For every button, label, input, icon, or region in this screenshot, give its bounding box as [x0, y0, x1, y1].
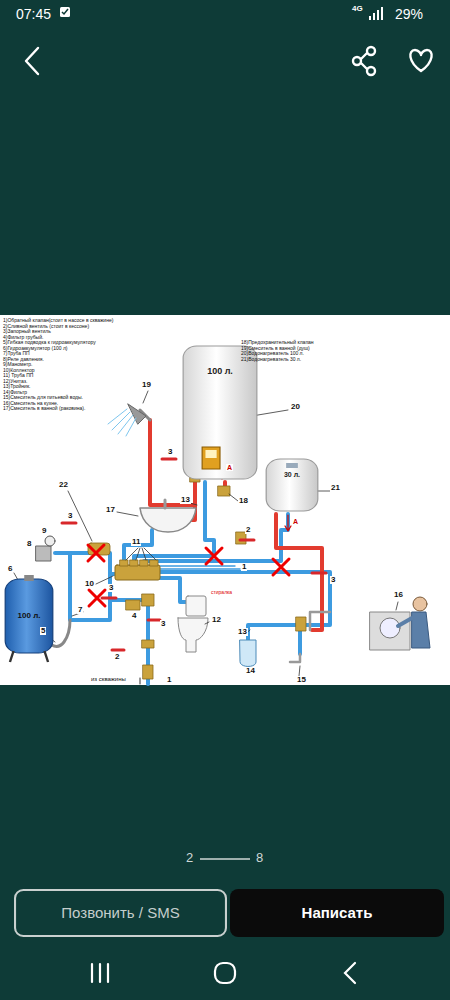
callout-number: 3	[108, 584, 114, 592]
key-line: 3)Запорный вентиль	[3, 329, 51, 334]
key-line: 10)Коллектор	[3, 368, 34, 373]
callout-number: 10	[84, 580, 95, 588]
key-line: 6)Гидроаккумулятор (100 л)	[3, 346, 67, 351]
callout-number: 2	[245, 526, 251, 534]
node-label: 30 л.	[265, 458, 319, 479]
callout-number: 7	[77, 606, 83, 614]
callout-number: 20	[290, 403, 301, 411]
node-label: Написать	[230, 889, 444, 937]
accumulator-tank: 100 л.	[4, 575, 54, 663]
nav-icons	[92, 963, 355, 983]
status-icons	[60, 7, 382, 20]
node-label: Позвонить / SMS	[14, 889, 227, 937]
callout-number: 18	[238, 497, 249, 505]
pager-current: 2	[186, 851, 193, 865]
diagram-ground	[0, 315, 450, 685]
callout-number: 8	[26, 540, 32, 548]
battery-level: 29%	[395, 7, 423, 22]
callout-number: 19	[141, 381, 152, 389]
key-line: 9)Манометр.	[3, 362, 33, 367]
key-line: 19)Смеситель в ванной (душ)	[241, 346, 310, 351]
status-time: 07:45	[16, 7, 51, 22]
key-line: 15)Смеситель для питьевой воды.	[3, 395, 83, 400]
write-button: Написать	[230, 889, 444, 937]
note-label: стиралка	[210, 590, 233, 595]
toolbar-icons	[26, 47, 432, 75]
water-heater-100: 100 л.	[182, 345, 258, 480]
key-line: 14)Фильтр	[3, 390, 27, 395]
call-button: Позвонить / SMS	[14, 889, 227, 937]
callout-number: 14	[245, 667, 256, 675]
water-heater-30: 30 л.	[265, 458, 319, 512]
key-line: 12)Унитаз.	[3, 379, 27, 384]
callout-number: 5	[40, 627, 46, 635]
callout-number: 17	[105, 506, 116, 514]
heater30-outline	[265, 458, 319, 512]
inlet-label: из скважины	[90, 676, 127, 682]
callout-number: 3	[330, 576, 336, 584]
callout-number: 2	[114, 653, 120, 661]
key-line: 21)Водонагреватель 30 л.	[241, 357, 301, 362]
callout-number: 3	[167, 448, 173, 456]
network-type: 4G	[352, 5, 363, 13]
callout-number: 16	[393, 591, 404, 599]
key-line: 18)Предохранительный клапан	[241, 340, 314, 345]
callout-number: 13	[237, 628, 248, 636]
callout-number: 11	[131, 538, 141, 546]
callout-number: 4	[131, 612, 137, 620]
key-line: 11) Труба ПП	[3, 373, 33, 378]
pager-total: 8	[256, 851, 263, 865]
key-line: 16)Смеситель на кухне.	[3, 401, 58, 406]
key-line: 13)Тройник.	[3, 384, 31, 389]
key-line: 17)Смеситель в ванной (раковина).	[3, 406, 85, 411]
callout-number: 6	[7, 565, 13, 573]
key-line: 20)Водонагреватель 100 л.	[241, 351, 304, 356]
pager-line	[200, 858, 250, 860]
flow-letter: А	[226, 464, 233, 471]
callout-number: 3	[67, 512, 73, 520]
flow-letter: А	[292, 518, 299, 525]
callout-number: 13	[180, 496, 191, 504]
key-line: 7)Труба ПП	[3, 351, 30, 356]
key-line: 4)Фильтр грубый.	[3, 335, 43, 340]
key-line: 2)Сливной вентиль (стоит в кессоне)	[3, 324, 89, 329]
callout-number: 21	[330, 484, 341, 492]
key-line: 1)Обратный клапан(стоит в насосе в скваж…	[3, 318, 113, 323]
callout-number: 1	[241, 563, 247, 571]
callout-number: 22	[58, 481, 69, 489]
callout-number: 1	[166, 676, 172, 684]
callout-number: 3	[160, 620, 166, 628]
callout-number: 15	[296, 676, 307, 684]
callout-number: 9	[41, 527, 47, 535]
key-line: 8)Реле давления.	[3, 357, 44, 362]
heater100-outline	[182, 345, 258, 480]
key-line: 5)Гибкая подводка к гидроаккумулятору	[3, 340, 96, 345]
callout-number: 12	[211, 616, 222, 624]
node-label: 100 л.	[4, 575, 54, 621]
